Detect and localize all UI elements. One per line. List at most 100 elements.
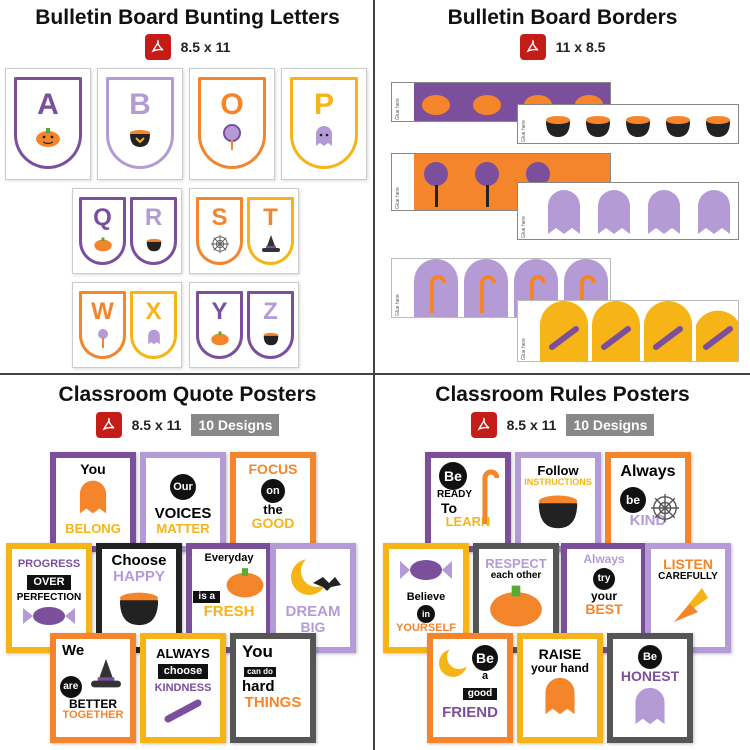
cauldron-icon — [146, 238, 161, 252]
horizontal-divider — [0, 373, 750, 375]
cauldron-icon — [119, 592, 159, 625]
spider-web-icon — [210, 235, 229, 253]
ghost-icon — [635, 687, 665, 724]
quote-posters-panel: Classroom Quote Posters 8.5 x 11 10 Desi… — [0, 375, 375, 750]
poster-believe-yourself: Believe in YOURSELF — [383, 543, 469, 653]
borders-title: Bulletin Board Borders — [447, 6, 678, 29]
pumpkin-icon — [93, 237, 112, 252]
letter-w: W — [91, 298, 114, 325]
poster-raise-hand: RAISE your hand — [517, 633, 603, 743]
glue-label: Glue here — [395, 294, 401, 316]
letter-q: Q — [93, 204, 112, 231]
vertical-divider — [373, 0, 375, 750]
ghost-icon — [316, 126, 332, 146]
cauldron-row-icons — [546, 116, 730, 137]
pdf-icon — [470, 412, 497, 438]
bunting-panel: Bulletin Board Bunting Letters 8.5 x 11 … — [0, 0, 375, 375]
cauldron-icon — [263, 332, 278, 346]
poster-progress: PROGRESS OVER PERFECTION — [6, 543, 92, 653]
glue-label: Glue here — [395, 187, 401, 209]
pumpkin-icon — [36, 128, 60, 147]
pdf-icon — [144, 34, 171, 60]
border-strip-cauldrons: Glue here — [517, 104, 739, 144]
pdf-icon — [519, 34, 546, 60]
candy-icon — [23, 606, 75, 625]
pdf-icon — [95, 412, 122, 438]
witch-hat-icon — [91, 658, 122, 688]
poster-follow-instructions: Follow INSTRUCTIONS — [515, 452, 601, 552]
poster-be-honest: Be HONEST — [607, 633, 693, 743]
border-strip-pumpkins: Glue here — [391, 82, 611, 122]
bunting-card-yz: Y Z — [189, 282, 299, 368]
ghost-icon — [545, 678, 575, 715]
cauldron-icon — [538, 495, 578, 529]
bat-moon-icon — [439, 645, 471, 677]
poster-good-friend: Be a good FRIEND — [427, 633, 513, 743]
letter-y: Y — [211, 298, 228, 325]
border-strip-bones: Glue here — [517, 300, 739, 362]
poster-focus-good: FOCUS on the GOOD — [230, 452, 316, 552]
candy-cane-icon — [482, 469, 499, 524]
ghost-icon — [79, 480, 107, 514]
poster-choose-kindness: ALWAYS choose KINDNESS — [140, 633, 226, 743]
lollipop-icon — [223, 124, 241, 150]
bunting-meta: 8.5 x 11 — [0, 34, 375, 60]
letter-p: P — [313, 88, 334, 121]
rules-designs-badge: 10 Designs — [566, 414, 655, 436]
bunting-card-b: B — [97, 68, 183, 180]
quotes-title: Classroom Quote Posters — [58, 383, 317, 406]
bunting-card-st: S T — [189, 188, 299, 274]
poster-you-belong: You BELONG — [50, 452, 136, 552]
glue-label: Glue here — [521, 120, 527, 142]
lollipop-icon — [97, 329, 108, 348]
bunting-card-qr: Q R — [72, 188, 182, 274]
rules-size: 8.5 x 11 — [506, 417, 557, 433]
bunting-size: 8.5 x 11 — [180, 39, 231, 55]
borders-size: 11 x 8.5 — [555, 39, 606, 55]
poster-ready-to-learn: Be READY To LEARN — [425, 452, 511, 552]
bunting-title: Bulletin Board Bunting Letters — [35, 6, 340, 29]
quotes-designs-badge: 10 Designs — [191, 414, 280, 436]
letter-s: S — [211, 204, 228, 231]
letter-x: X — [145, 298, 162, 325]
rules-meta: 8.5 x 11 10 Designs — [375, 412, 750, 438]
glue-label: Glue here — [392, 83, 414, 121]
bone-row-icons — [540, 301, 738, 361]
cauldron-icon — [130, 130, 150, 147]
pumpkin-icon — [210, 331, 229, 346]
bunting-card-o: O — [189, 68, 275, 180]
quotes-size: 8.5 x 11 — [131, 417, 182, 433]
rules-posters-panel: Classroom Rules Posters 8.5 x 11 10 Desi… — [375, 375, 750, 750]
letter-b: B — [129, 88, 151, 121]
witch-hat-icon — [261, 235, 280, 252]
bunting-card-a: A — [5, 68, 91, 180]
bunting-card-wx: W X — [72, 282, 182, 368]
borders-panel: Bulletin Board Borders 11 x 8.5 Glue her… — [375, 0, 750, 375]
glue-label: Glue here — [521, 216, 527, 238]
letter-a: A — [37, 88, 59, 121]
letter-r: R — [144, 204, 163, 231]
quotes-meta: 8.5 x 11 10 Designs — [0, 412, 375, 438]
bat-moon-icon — [291, 555, 341, 595]
spider-web-icon — [651, 494, 679, 522]
ghost-icon — [147, 329, 160, 345]
poster-better-together: We are BETTER TOGETHER — [50, 633, 136, 743]
letter-o: O — [220, 88, 244, 121]
bunting-card-p: P — [281, 68, 367, 180]
poster-our-voices: Our VOICES MATTER — [140, 452, 226, 552]
letter-z: Z — [263, 298, 278, 325]
poster-choose-happy: Choose HAPPY — [96, 543, 182, 653]
candy-corn-icon — [674, 588, 708, 623]
ghost-row-icons — [548, 190, 730, 234]
pumpkin-icon — [226, 567, 264, 597]
poster-hard-things: You can do hard THINGS — [230, 633, 316, 743]
borders-meta: 11 x 8.5 — [375, 34, 750, 60]
border-strip-ghosts: Glue here — [517, 182, 739, 240]
glue-label: Glue here — [521, 338, 527, 360]
letter-t: T — [263, 204, 278, 231]
bone-icon — [164, 699, 202, 723]
pumpkin-icon — [490, 585, 542, 627]
poster-always-be-kind: Always be KIND — [605, 452, 691, 552]
candy-icon — [400, 560, 452, 580]
rules-title: Classroom Rules Posters — [435, 383, 690, 406]
